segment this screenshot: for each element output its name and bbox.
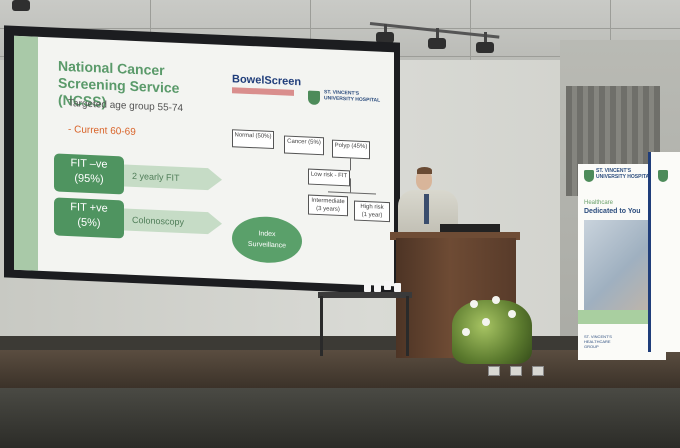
speaker-head [416, 170, 432, 190]
stage-front [0, 388, 680, 448]
flower-icon [482, 318, 490, 326]
fit-negative-outcome: 2 yearly FIT [132, 170, 180, 183]
hospital-logo: ST. VINCENT'S UNIVERSITY HOSPITAL [324, 89, 381, 104]
table-leg [320, 296, 323, 356]
spotlight-icon [428, 38, 446, 49]
fit-positive-arrow: Colonoscopy [124, 208, 208, 235]
flower-icon [492, 296, 500, 304]
tree-normal: Normal (50%) [232, 129, 274, 150]
fit-positive-percent: (5%) [77, 216, 101, 230]
banner-headline: Dedicated to You [584, 208, 641, 215]
spotlight-icon [376, 32, 394, 43]
power-socket-icon [510, 366, 522, 376]
spotlight-mount [436, 28, 439, 38]
spotlight-mount [484, 32, 487, 42]
tree-connector [328, 191, 376, 195]
banner-hospital-name: ST. VINCENT'S UNIVERSITY HOSPITAL [596, 168, 653, 180]
banner-crest-icon [658, 170, 668, 182]
speaker-tie [424, 194, 429, 224]
banner-crest-icon [584, 170, 594, 182]
tree-high-risk: High risk (1 year) [354, 200, 390, 223]
slide-accent-band [14, 35, 38, 271]
podium-top [390, 232, 520, 240]
spotlight-icon [12, 0, 30, 11]
second-banner [648, 152, 680, 352]
cup-icon [374, 283, 381, 292]
fit-negative-box: FIT –ve (95%) [54, 153, 124, 195]
cup-icon [384, 281, 391, 290]
banner-green-strip [578, 310, 666, 324]
tree-cancer: Cancer (5%) [284, 135, 324, 156]
fit-negative-arrow: 2 yearly FIT [124, 164, 208, 191]
flower-icon [508, 310, 516, 318]
stage-floor [0, 350, 680, 390]
tree-low-risk: Low risk - FIT [308, 168, 350, 187]
tree-intermediate: Intermediate (3 years) [308, 194, 348, 217]
flower-icon [470, 300, 478, 308]
current-age-text: - Current 60-69 [68, 124, 136, 139]
index-surveillance-oval: Index Surveillance [232, 215, 302, 265]
cup-icon [364, 283, 371, 292]
bowelscreen-logo-mark [232, 87, 294, 96]
banner-tagline: Healthcare [584, 200, 614, 206]
bowelscreen-logo: BowelScreen [232, 73, 302, 89]
fit-positive-box: FIT +ve (5%) [54, 197, 124, 239]
spotlight-mount [384, 24, 387, 34]
spotlight-icon [476, 42, 494, 53]
tree-connector [350, 178, 351, 193]
tree-connector [350, 158, 351, 171]
cup-icon [394, 283, 401, 292]
speaker-hair [417, 167, 432, 174]
power-socket-icon [532, 366, 544, 376]
tree-polyp: Polyp (45%) [332, 139, 370, 160]
banner-footer-logo: ST. VINCENT'S HEALTHCARE GROUP [584, 334, 612, 349]
power-socket-icon [488, 366, 500, 376]
fit-negative-percent: (95%) [74, 172, 104, 186]
table-leg [406, 296, 409, 356]
side-table [318, 292, 412, 298]
flower-icon [462, 328, 470, 336]
podium-monitor [440, 224, 500, 234]
hospital-crest-icon [308, 90, 320, 106]
projected-slide: National Cancer Screening Service (NCSS)… [14, 35, 394, 287]
fit-positive-outcome: Colonoscopy [132, 214, 185, 228]
